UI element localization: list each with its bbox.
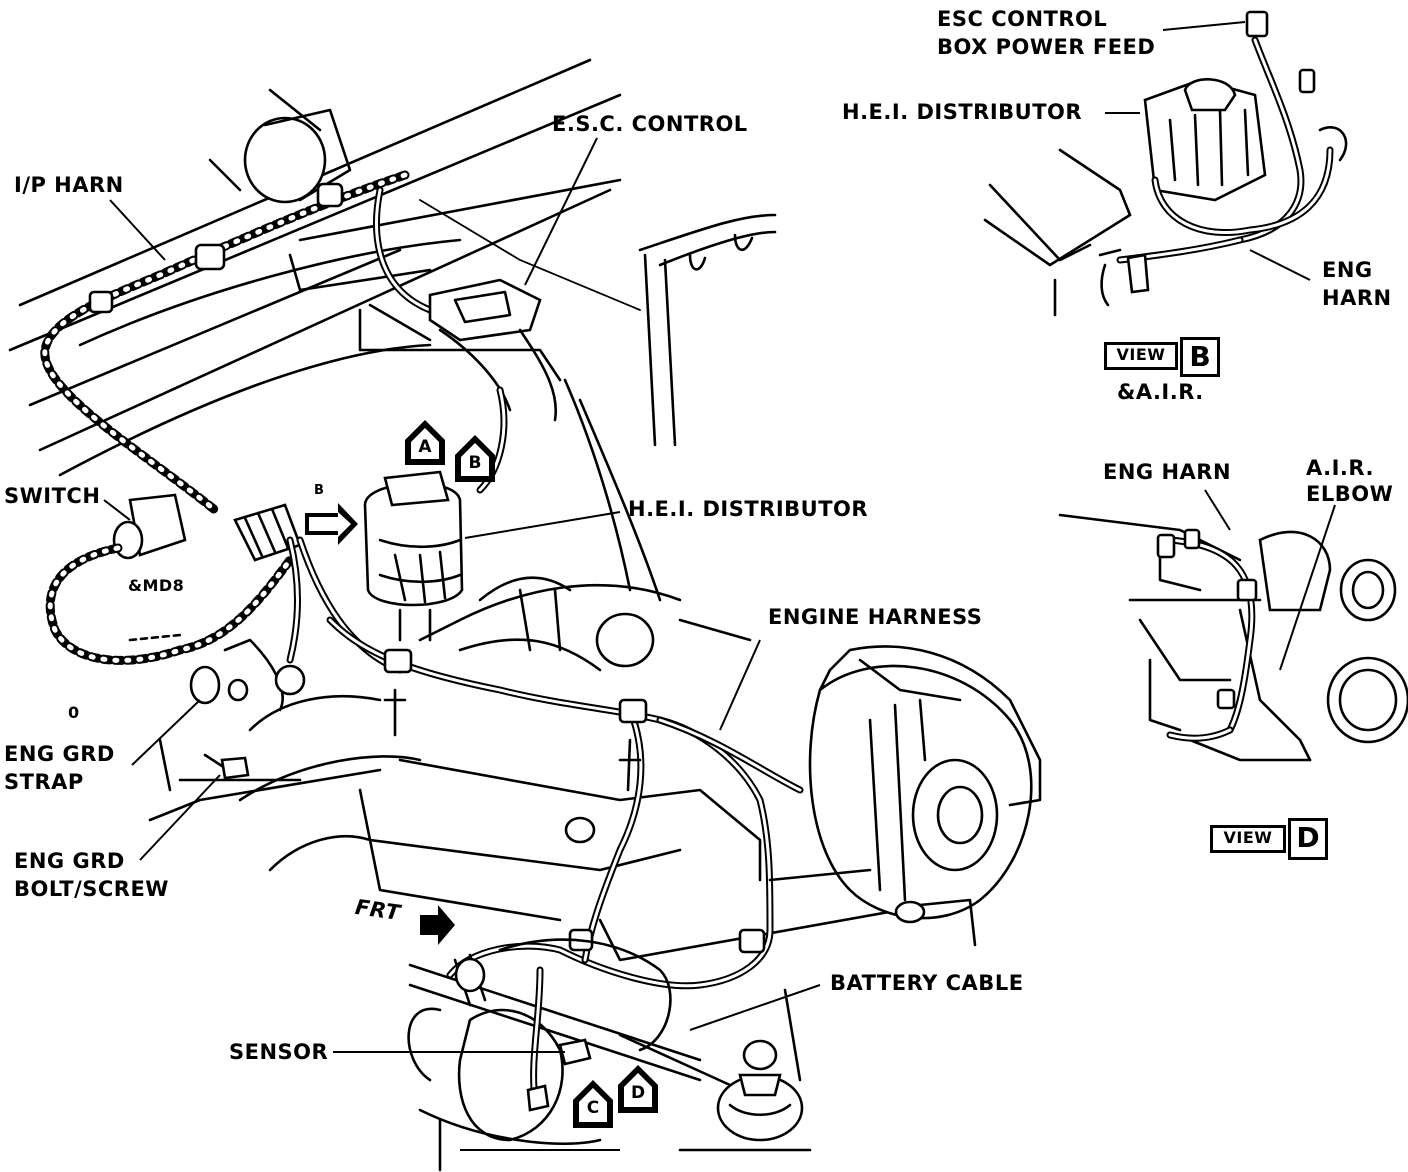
- label-hei-distributor: H.E.I. DISTRIBUTOR: [628, 497, 869, 521]
- label-view-d-eng-harn: ENG HARN: [1103, 460, 1232, 484]
- view-d-box: VIEW D: [1210, 818, 1330, 860]
- boot-connector: [233, 503, 404, 674]
- view-b-word: VIEW: [1104, 342, 1178, 370]
- label-eng-grd-bolt-1: ENG GRD: [14, 849, 125, 873]
- callout-d-house: [618, 1065, 658, 1113]
- label-view-d-air-elbow-2: ELBOW: [1306, 482, 1394, 506]
- label-sensor: SENSOR: [229, 1040, 329, 1064]
- label-md8: &MD8: [128, 576, 185, 595]
- lower-suspension: [407, 938, 802, 1145]
- fender-lines: [563, 213, 777, 602]
- label-view-b-hei: H.E.I. DISTRIBUTOR: [842, 100, 1083, 124]
- callout-b-letter-arrow: B: [314, 483, 324, 498]
- callout-c-letter: C: [586, 1098, 600, 1118]
- label-view-d-air-elbow-1: A.I.R.: [1306, 456, 1374, 480]
- esc-control-module: [428, 278, 558, 494]
- eng-grd-bolt-drawing: [203, 753, 250, 780]
- cowl-lines: [8, 58, 641, 477]
- callout-c-house: [573, 1080, 613, 1128]
- label-view-b-esc-feed-1: ESC CONTROL: [937, 7, 1108, 31]
- ip-harness-drawing: [40, 170, 434, 515]
- ball-joint: [678, 1039, 812, 1152]
- view-d-inset: [1058, 513, 1408, 762]
- view-b-letter: B: [1180, 337, 1220, 377]
- label-eng-grd-strap-1: ENG GRD: [4, 742, 115, 766]
- label-view-b-esc-feed-2: BOX POWER FEED: [937, 35, 1156, 59]
- frt-arrow: [420, 905, 455, 945]
- label-battery-cable: BATTERY CABLE: [830, 971, 1024, 995]
- label-engine-harness: ENGINE HARNESS: [768, 605, 983, 629]
- engine-block: [148, 576, 902, 1172]
- label-eng-grd-strap-2: STRAP: [4, 770, 84, 794]
- arrow-b-callout: [305, 503, 358, 545]
- engine-harness-wire: [326, 616, 804, 990]
- label-view-b-eng-harn-2: HARN: [1322, 286, 1392, 310]
- switch-drawing: [45, 493, 295, 665]
- label-view-b-air: &A.I.R.: [1117, 380, 1204, 404]
- callout-a-letter: A: [418, 437, 432, 457]
- callout-b-house-upper: [455, 435, 495, 482]
- leader-lines: [103, 21, 1336, 1151]
- view-b-box: VIEW B: [1104, 337, 1220, 377]
- alternator: [768, 645, 1042, 947]
- view-b-inset: [983, 10, 1348, 317]
- callout-b-letter-upper: B: [468, 453, 482, 473]
- label-o-mark: 0: [68, 703, 80, 722]
- view-d-letter: D: [1288, 818, 1328, 860]
- hei-distributor-main: [363, 470, 464, 642]
- callout-a-house: [405, 420, 445, 465]
- callout-d-letter: D: [630, 1083, 646, 1103]
- view-d-word: VIEW: [1210, 825, 1286, 853]
- label-esc-control: E.S.C. CONTROL: [552, 112, 748, 136]
- eng-grd-strap-drawing: [189, 638, 306, 712]
- label-eng-grd-bolt-2: BOLT/SCREW: [14, 877, 169, 901]
- label-ip-harn: I/P HARN: [14, 173, 124, 197]
- label-switch: SWITCH: [4, 484, 101, 508]
- label-view-b-eng-harn-1: ENG: [1322, 258, 1373, 282]
